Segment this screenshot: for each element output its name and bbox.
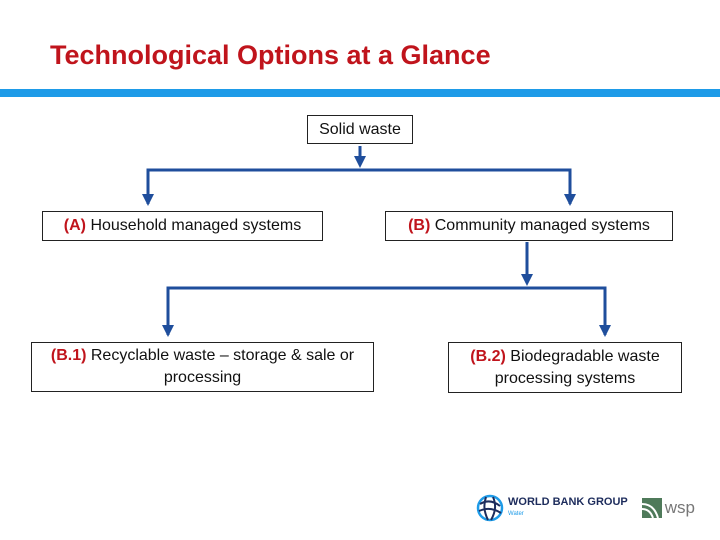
accent-bar: [0, 89, 720, 97]
node-tag: (B.1): [50, 347, 87, 364]
wbg-text: WORLD BANK GROUP: [508, 496, 628, 508]
node-a: (A) Household managed systems: [42, 211, 323, 241]
wbg-subtext: Water: [508, 511, 524, 517]
node-label: Recyclable waste – storage & sale or pro…: [90, 347, 355, 386]
node-label: Solid waste: [319, 120, 401, 138]
wsp-mark-icon: [641, 498, 662, 518]
node-b: (B) Community managed systems: [385, 211, 673, 241]
node-tag: (B.2): [470, 347, 506, 365]
wsp-logo: wsp: [641, 498, 696, 518]
node-tag: (A): [63, 217, 86, 234]
node-b1: (B.1) Recyclable waste – storage & sale …: [31, 342, 374, 392]
branch-line-1: [146, 168, 572, 204]
node-label: Household managed systems: [90, 217, 302, 234]
wsp-text: wsp: [664, 498, 696, 517]
node-label: Biodegradable waste processing systems: [494, 347, 660, 387]
node-solid-waste: Solid waste: [307, 115, 413, 144]
node-label: Community managed systems: [434, 217, 650, 234]
globe-icon: [476, 494, 504, 522]
node-b2: (B.2) Biodegradable waste processing sys…: [448, 342, 682, 393]
node-tag: (B): [408, 217, 431, 234]
footer-logos: WORLD BANK GROUP Water wsp: [476, 494, 695, 522]
world-bank-logo: WORLD BANK GROUP Water: [476, 494, 628, 522]
slide-title: Technological Options at a Glance: [50, 40, 491, 70]
branch-line-2: [166, 286, 607, 335]
